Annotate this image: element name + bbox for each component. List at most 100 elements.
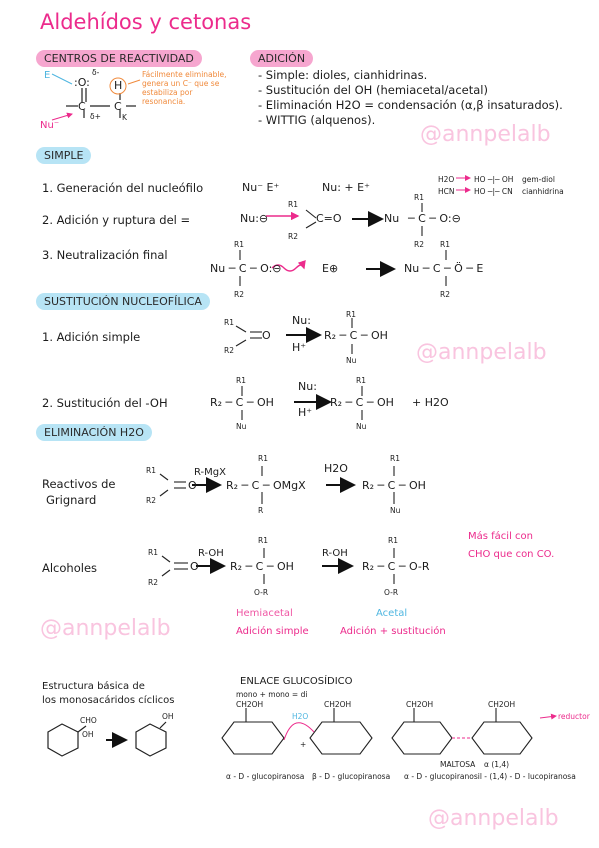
maltosa-label: MALTOSA [440,760,476,769]
sust2-acid: H⁺ [298,406,313,419]
grig-water: H2O [324,462,348,475]
watermark: @annpelalb [40,616,171,641]
sust1-product-nu: Nu [346,356,357,365]
sust2-product-r1: R1 [356,376,366,385]
sust2-water: + H2O [412,396,449,409]
simple-step-1: 1. Generación del nucleófilo [42,181,204,195]
adicion-item: - WITTIG (alquenos). [258,113,376,127]
electrophile-label: E [44,70,51,81]
alc-prod: R₂ ─ C ─ O-R [362,560,430,573]
alc-prod-r1: R1 [388,536,398,545]
adicion-item: - Simple: dioles, cianhidrinas. [258,68,428,82]
carbonyl-carbon: C [78,100,86,113]
sust1-acid: H⁺ [292,341,307,354]
sust2-r1: R1 [236,376,246,385]
step1-pair-b: Nu: + E⁺ [322,181,370,194]
section-adicion: ADICIÓN [250,50,314,67]
section-sustitucion: SUSTITUCIÓN NUCLEOFÍLICA [36,293,210,310]
grig-prod: R₂ ─ C ─ OH [362,479,426,492]
sust1-product-r1: R1 [346,310,356,319]
adicion-item: - Sustitución del OH (hemiacetal/acetal) [258,83,488,97]
grig-mid: R₂ ─ C ─ OMgX [226,479,306,492]
oxygen-label: :O: [74,76,90,89]
step3-left: Nu ─ C ─ O:⊖ [210,262,282,275]
alc-r2: R2 [148,578,158,587]
alc-mid: R₂ ─ C ─ OH [230,560,294,573]
sust-step-2: 2. Sustitución del -OH [42,396,168,410]
alpha-label: α - D - glucopiranosa [226,772,305,781]
step3-product-r1: R1 [440,240,450,249]
alpha-carbon: C [114,100,122,113]
step3-product: Nu ─ C ─ Ö ─ E [404,262,484,275]
section-eliminacion: ELIMINACIÓN H2O [36,424,152,441]
grig-r2: R2 [146,496,156,505]
step2-product-r2: R2 [414,240,424,249]
watermark: @annpelalb [428,806,559,831]
adicion-sustitucion-label: Adición + sustitución [340,626,446,637]
sust1-r2: R2 [224,346,234,355]
bond-label: α (1,4) [484,760,510,769]
alc-mid-r1: R1 [258,536,268,545]
plus-sign: + [300,740,307,749]
sust2-nu: Nu [236,422,247,431]
step2-product: ─ C ─ O:⊖ [408,212,461,225]
acetal-label: Acetal [376,608,408,619]
adicion-simple-label: Adición simple [236,626,309,637]
grig-oxygen: O [188,479,197,492]
watermark: @annpelalb [416,340,547,365]
sust1-reagent: Nu: [292,314,311,327]
ring-oh-2: OH [162,712,174,721]
enlace-title: ENLACE GLUCOSÍDICO [240,676,353,687]
step1-pair-a: Nu⁻ E⁺ [242,181,280,194]
beta-label: β - D - glucopiranosa [312,772,391,781]
step2-product-r1: R1 [414,193,424,202]
delta-minus: δ- [92,68,100,77]
sust2-product-nu: Nu [356,422,367,431]
step3-product-r2: R2 [440,290,450,299]
grig-prod-nu: Nu [390,506,401,515]
alc-oxygen: O [190,560,199,573]
maltosa-ch2oh-2: CH2OH [488,700,516,709]
section-simple: SIMPLE [36,147,92,164]
adicion-item: - Eliminación H2O = condensación (α,β in… [258,98,563,112]
grig-r1: R1 [146,466,156,475]
page-title: Aldehídos y cetonas [40,10,252,34]
step3-r2: R2 [234,290,244,299]
alcoholes-label: Alcoholes [42,561,98,575]
enlace-water: H2O [292,712,309,721]
alc-r1: R1 [148,548,158,557]
alpha-hydrogen: H [114,79,123,92]
nucleophile-label: Nu⁻ [40,120,60,131]
watermark: @annpelalb [420,122,551,147]
sust1-oxygen: O [262,329,271,342]
reductor-label: reductor [558,712,590,721]
sust2-left: R₂ ─ C ─ OH [210,396,274,409]
ring-cho: CHO [80,716,97,725]
alc-mid-or: O-R [254,588,269,597]
grig-reagent: R-MgX [194,467,226,478]
grig-mid-r: R [258,506,264,515]
k-label: K [122,113,127,122]
sust2-product: R₂ ─ C ─ OH [330,396,394,409]
beta-ch2oh: CH2OH [324,700,352,709]
step3-electrophile: E⊕ [322,262,339,275]
step2-carbonyl: C=O [316,212,342,225]
hemiacetal-label: Hemiacetal [236,608,293,619]
alc-reagent-2: R-OH [322,548,348,559]
section-centros: CENTROS DE REACTIVIDAD [36,50,202,67]
sust1-product: R₂ ─ C ─ OH [324,329,388,342]
grig-mid-r1: R1 [258,454,268,463]
grig-prod-r1: R1 [390,454,400,463]
maltosa-ch2oh-1: CH2OH [406,700,434,709]
sust-step-1: 1. Adición simple [42,330,141,344]
simple-step-2: 2. Adición y ruptura del = [42,213,191,227]
adicion-list: - Simple: dioles, cianhidrinas. - Sustit… [258,68,563,128]
enlace-subtitle: mono + mono = di [236,690,308,699]
step3-r1: R1 [234,240,244,249]
sust2-reagent: Nu: [298,380,317,393]
alpha-ch2oh: CH2OH [236,700,264,709]
